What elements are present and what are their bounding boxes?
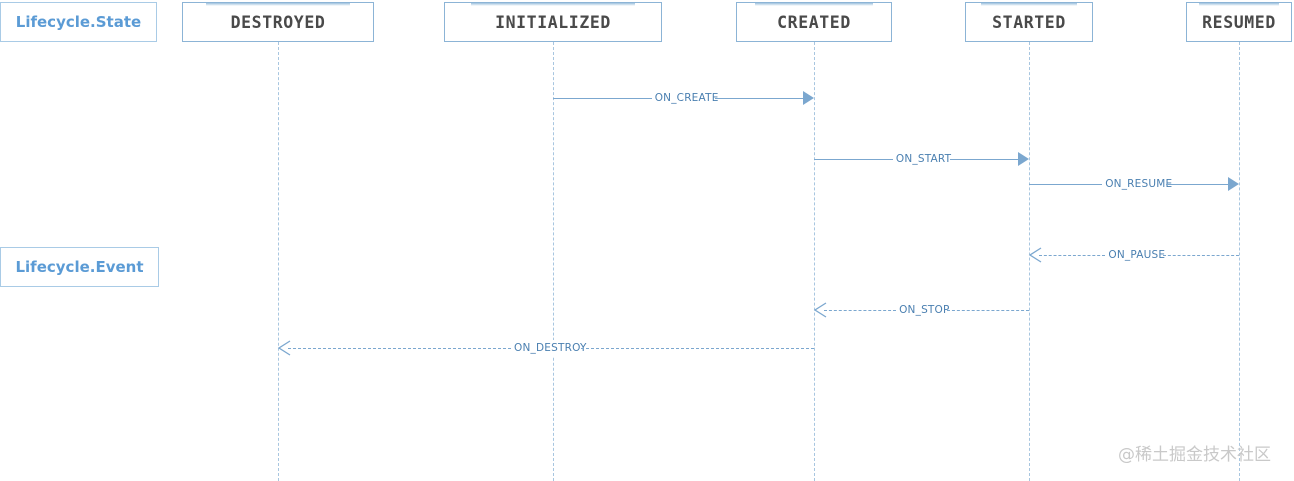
message-line-right (1162, 255, 1239, 256)
participant-label: RESUMED (1202, 12, 1276, 32)
message-label: ON_DESTROY (511, 340, 590, 357)
legend-label: Lifecycle.Event (15, 258, 144, 276)
message-line-left (1039, 255, 1106, 256)
message-on-start: ON_START (814, 151, 1029, 169)
participant-label: DESTROYED (230, 12, 326, 32)
participant-box-destroyed[interactable]: DESTROYED (182, 2, 374, 42)
participant-label: CREATED (777, 12, 851, 32)
arrow-head-open (1028, 247, 1042, 263)
arrow-head-filled (1018, 152, 1030, 166)
arrow-head-open (277, 340, 291, 356)
watermark: @稀土掘金技术社区 (1118, 445, 1271, 465)
participant-label: STARTED (992, 12, 1066, 32)
message-label: ON_CREATE (651, 90, 722, 107)
participant-box-resumed[interactable]: RESUMED (1186, 2, 1292, 42)
message-line-right (581, 348, 814, 349)
message-label: ON_START (892, 151, 955, 168)
legend-box-0: Lifecycle.State (0, 2, 157, 42)
legend-label: Lifecycle.State (15, 13, 142, 31)
message-label: ON_RESUME (1102, 176, 1176, 193)
lifeline-destroyed (278, 42, 279, 481)
participant-box-initialized[interactable]: INITIALIZED (444, 2, 662, 42)
message-label: ON_STOP (896, 302, 953, 319)
message-on-pause: ON_PAUSE (1028, 247, 1239, 265)
arrow-head-filled (1228, 177, 1240, 191)
lifeline-initialized (553, 42, 554, 481)
lifeline-created (814, 42, 815, 481)
message-line-right (715, 98, 804, 99)
message-line-left (553, 98, 652, 99)
message-line-left (824, 310, 897, 311)
participant-box-created[interactable]: CREATED (736, 2, 892, 42)
message-line-right (946, 310, 1029, 311)
participant-box-started[interactable]: STARTED (965, 2, 1093, 42)
message-on-stop: ON_STOP (813, 302, 1029, 320)
message-on-resume: ON_RESUME (1029, 176, 1239, 194)
arrow-head-filled (803, 91, 815, 105)
legend-box-1: Lifecycle.Event (0, 247, 159, 287)
arrow-head-open (813, 302, 827, 318)
message-line-right (950, 159, 1019, 160)
message-line-left (1029, 184, 1103, 185)
message-line-left (814, 159, 893, 160)
message-on-destroy: ON_DESTROY (277, 340, 814, 358)
message-line-left (288, 348, 511, 349)
lifeline-started (1029, 42, 1030, 481)
participant-label: INITIALIZED (495, 12, 611, 32)
message-label: ON_PAUSE (1105, 247, 1169, 264)
message-on-create: ON_CREATE (553, 90, 814, 108)
message-line-right (1165, 184, 1229, 185)
lifeline-resumed (1239, 42, 1240, 481)
